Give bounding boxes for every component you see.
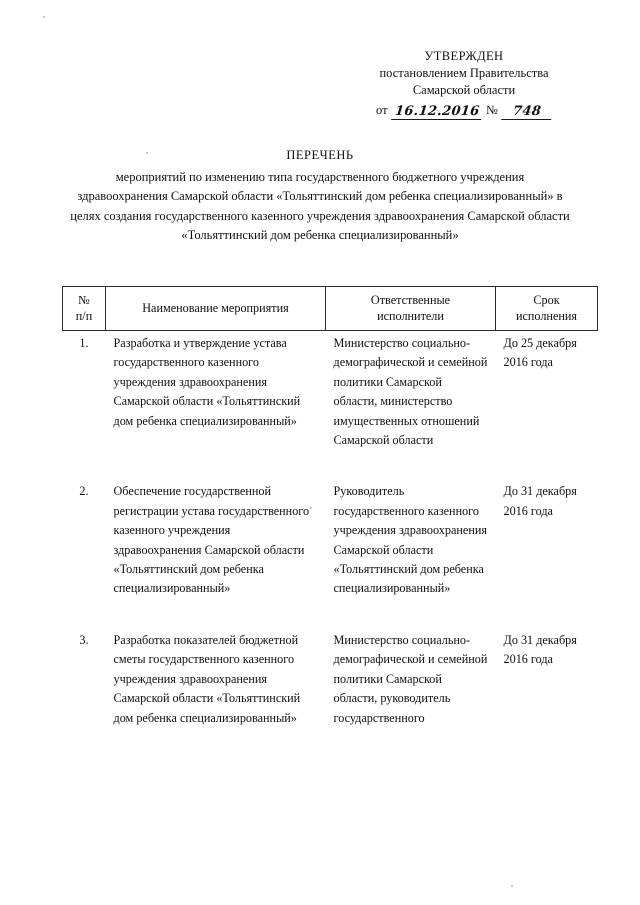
column-header-number-line2: п/п <box>75 309 93 323</box>
approval-block: УТВЕРЖДЕН постановлением Правительства С… <box>330 48 598 120</box>
approval-authority-line-2: Самарской области <box>412 83 516 97</box>
measures-table: № п/п Наименование мероприятия Ответстве… <box>62 286 598 728</box>
row-responsible: Министерство социально-демографической и… <box>333 336 488 448</box>
row-number: 3. <box>79 632 89 647</box>
table-header: № п/п Наименование мероприятия Ответстве… <box>62 286 598 331</box>
approval-title: УТВЕРЖДЕН <box>424 49 504 63</box>
row-measure: Разработка и утверждение устава государс… <box>113 336 301 428</box>
table-header-row: № п/п Наименование мероприятия Ответстве… <box>62 286 598 331</box>
decree-date-number-line: от 16.12.2016 № 748 <box>330 102 598 120</box>
column-header-responsible-line1: Ответственные <box>370 293 451 307</box>
column-header-responsible-line2: исполнители <box>377 309 444 323</box>
table-body: 1. Разработка и утверждение устава госуд… <box>63 331 598 728</box>
row-measure: Разработка показателей бюджетной сметы г… <box>113 632 301 725</box>
row-term: До 25 декабря 2016 года <box>503 336 577 370</box>
page-title: ПЕРЕЧЕНЬ <box>286 148 354 162</box>
column-header-measure-name: Наименование мероприятия <box>105 286 326 331</box>
row-gap <box>63 599 598 628</box>
row-term: До 31 декабря 2016 года <box>503 632 577 667</box>
column-header-term-line2: исполнения <box>515 309 578 323</box>
table-row: 2. Обеспечение государственной регистрац… <box>63 479 598 598</box>
approval-authority-line-1: постановлением Правительства <box>379 66 549 80</box>
page-subtitle: мероприятий по изменению типа государств… <box>70 169 570 243</box>
row-measure: Обеспечение государственной регистрации … <box>113 484 310 596</box>
column-header-responsible: Ответственные исполнители <box>325 286 496 331</box>
row-term: До 31 декабря 2016 года <box>503 484 577 518</box>
page-title-block: ПЕРЕЧЕНЬ мероприятий по изменению типа г… <box>60 146 580 246</box>
row-number: 1. <box>79 336 89 350</box>
measures-table-wrapper: № п/п Наименование мероприятия Ответстве… <box>62 286 598 728</box>
row-gap <box>63 450 598 479</box>
row-number: 2. <box>79 484 89 499</box>
table-row: 3. Разработка показателей бюджетной смет… <box>63 628 598 728</box>
decree-number-value: 748 <box>501 104 553 120</box>
scan-speck <box>511 885 513 887</box>
row-responsible: Руководитель государственного казенного … <box>333 484 488 596</box>
decree-number-label: № <box>486 103 498 117</box>
row-responsible: Министерство социально-демографической и… <box>333 632 488 725</box>
column-header-term-line1: Срок <box>533 293 560 307</box>
decree-date-label: от <box>376 103 388 117</box>
column-header-number-line1: № <box>78 293 90 307</box>
decree-date-value: 16.12.2016 <box>390 104 483 120</box>
column-header-term: Срок исполнения <box>495 286 598 331</box>
scan-speck <box>43 16 45 18</box>
table-row: 1. Разработка и утверждение устава госуд… <box>63 331 598 451</box>
column-header-number: № п/п <box>62 286 106 331</box>
